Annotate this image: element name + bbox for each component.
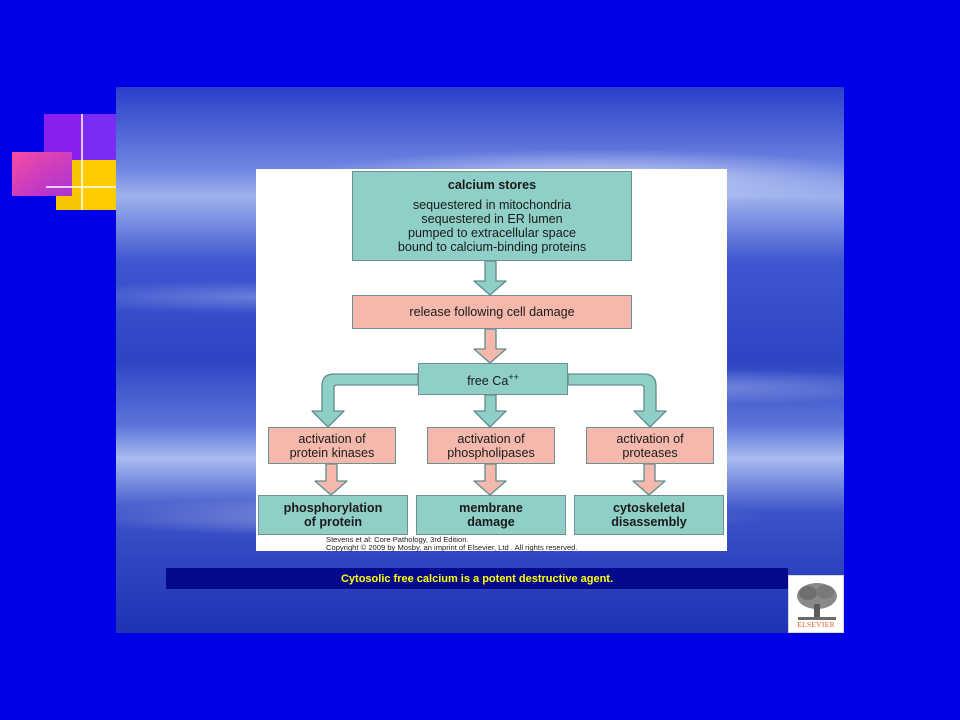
arrow-stores-to-release	[473, 260, 507, 296]
calcium-flowchart: calcium stores sequestered in mitochondr…	[256, 169, 727, 552]
arrow-free-ca-to-phospholipases	[473, 394, 507, 428]
arrow-release-to-free-ca	[473, 328, 507, 364]
arrow-proteases-to-cytoskeletal	[632, 463, 666, 496]
arrow-kinases-to-phosphorylation	[314, 463, 348, 496]
caption-text: Cytosolic free calcium is a potent destr…	[340, 572, 614, 585]
cytoskeletal-label: cytoskeletal disassembly	[611, 501, 687, 529]
publisher-logo: ELSEVIER	[788, 575, 844, 633]
cytoskeletal-box: cytoskeletal disassembly	[574, 495, 724, 535]
arrow-free-ca-to-kinases	[311, 373, 419, 428]
membrane-damage-label: membrane damage	[459, 501, 523, 529]
arrow-phospholipases-to-membrane	[473, 463, 507, 496]
flowchart-arrows	[311, 260, 667, 496]
publisher-logo-wordmark: ELSEVIER	[797, 620, 835, 629]
arrow-free-ca-to-proteases	[567, 373, 667, 428]
free-calcium-label: free Ca++	[467, 371, 519, 389]
activation-phospholipases-label: activation of phospholipases	[447, 431, 535, 460]
slide-caption: Cytosolic free calcium is a potent destr…	[166, 568, 788, 589]
credit-line-2: Copyright © 2009 by Mosby, an imprint of…	[326, 543, 578, 552]
credit-line-1: Stevens et al: Core Pathology, 3rd Editi…	[326, 535, 469, 544]
activation-protein-kinases-label: activation of protein kinases	[289, 431, 375, 460]
release-box: release following cell damage	[352, 295, 632, 329]
release-label: release following cell damage	[409, 305, 575, 319]
activation-proteases-label: activation of proteases	[616, 431, 684, 460]
slide-decoration	[12, 114, 116, 210]
tree-logo-icon	[797, 583, 837, 620]
activation-protein-kinases-box: activation of protein kinases	[268, 427, 396, 464]
calcium-stores-list: sequestered in mitochondria sequestered …	[397, 198, 587, 254]
membrane-damage-box: membrane damage	[416, 495, 566, 535]
activation-proteases-box: activation of proteases	[586, 427, 714, 464]
phosphorylation-box: phosphorylation of protein	[258, 495, 408, 535]
calcium-stores-box: calcium stores sequestered in mitochondr…	[352, 171, 632, 261]
free-calcium-box: free Ca++	[418, 363, 568, 395]
phosphorylation-label: phosphorylation of protein	[283, 501, 383, 529]
activation-phospholipases-box: activation of phospholipases	[427, 427, 555, 464]
calcium-stores-title: calcium stores	[447, 178, 537, 192]
